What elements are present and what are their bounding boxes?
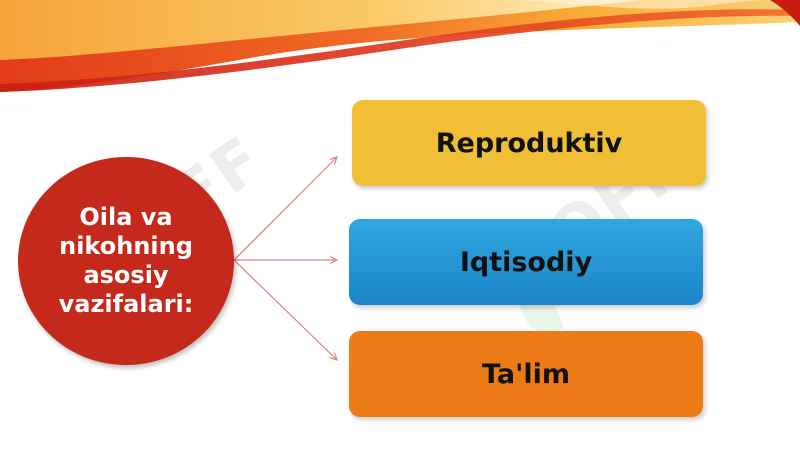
connector-arrow-reproduktiv <box>233 157 337 261</box>
function-label: Iqtisodiy <box>459 246 593 278</box>
function-box-iqtisodiy: Iqtisodiy <box>349 219 703 305</box>
function-box-talim: Ta'lim <box>349 331 703 417</box>
decorative-header-banner <box>0 0 800 92</box>
center-topic-circle: Oila va nikohning asosiy vazifalari: <box>18 157 234 365</box>
function-label: Ta'lim <box>481 358 571 390</box>
function-box-reproduktiv: Reproduktiv <box>352 100 706 186</box>
function-label: Reproduktiv <box>435 127 623 159</box>
connector-arrow-talim <box>233 259 337 360</box>
center-topic-label: Oila va nikohning asosiy vazifalari: <box>58 203 194 318</box>
